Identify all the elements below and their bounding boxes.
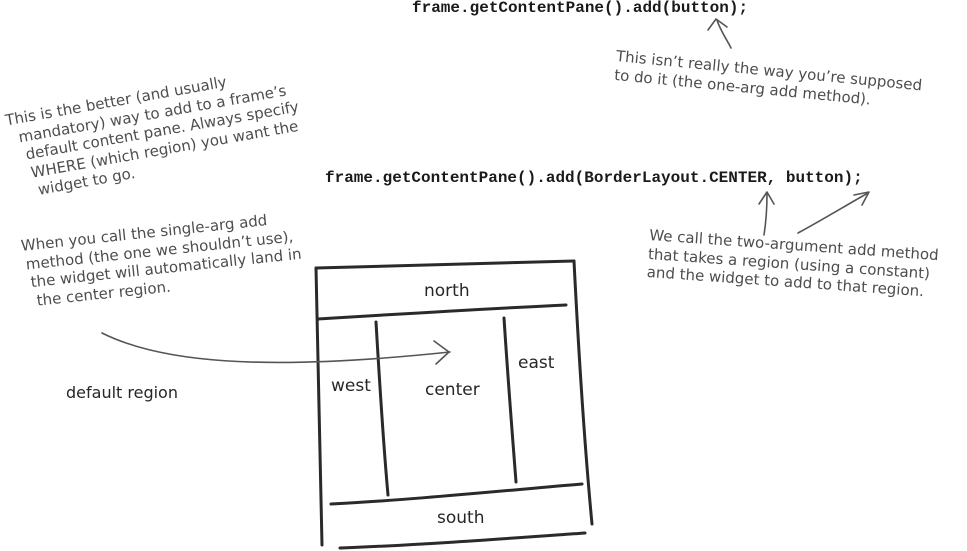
east-region-label: east <box>518 353 555 373</box>
arrow-to-one-arg-code-head <box>707 18 728 31</box>
north-region-label: north <box>424 281 470 301</box>
arrow-to-button-arg <box>797 192 869 234</box>
frame-right-edge <box>572 259 594 526</box>
south-divider <box>329 482 584 506</box>
frame-bottom-edge <box>338 531 587 550</box>
arrow-to-region-constant-head <box>758 191 775 205</box>
south-region-label: south <box>437 508 485 528</box>
center-region-label: center <box>425 380 480 400</box>
west-region-label: west <box>331 376 371 396</box>
west-divider <box>374 320 390 497</box>
arrow-to-center-region <box>101 332 451 364</box>
one-arg-add-code: frame.getContentPane().add(button); <box>412 0 749 17</box>
north-divider <box>316 303 568 321</box>
arrow-to-one-arg-code <box>716 19 732 49</box>
arrow-to-region-constant <box>763 193 768 236</box>
arrow-to-button-arg-head <box>853 191 870 206</box>
frame-top-edge <box>314 259 576 270</box>
arrow-to-center-region-head <box>433 340 450 365</box>
two-arg-add-code: frame.getContentPane().add(BorderLayout.… <box>325 169 863 187</box>
east-divider <box>502 316 518 484</box>
frame-left-edge <box>314 266 324 547</box>
default-region-label: default region <box>66 383 178 402</box>
